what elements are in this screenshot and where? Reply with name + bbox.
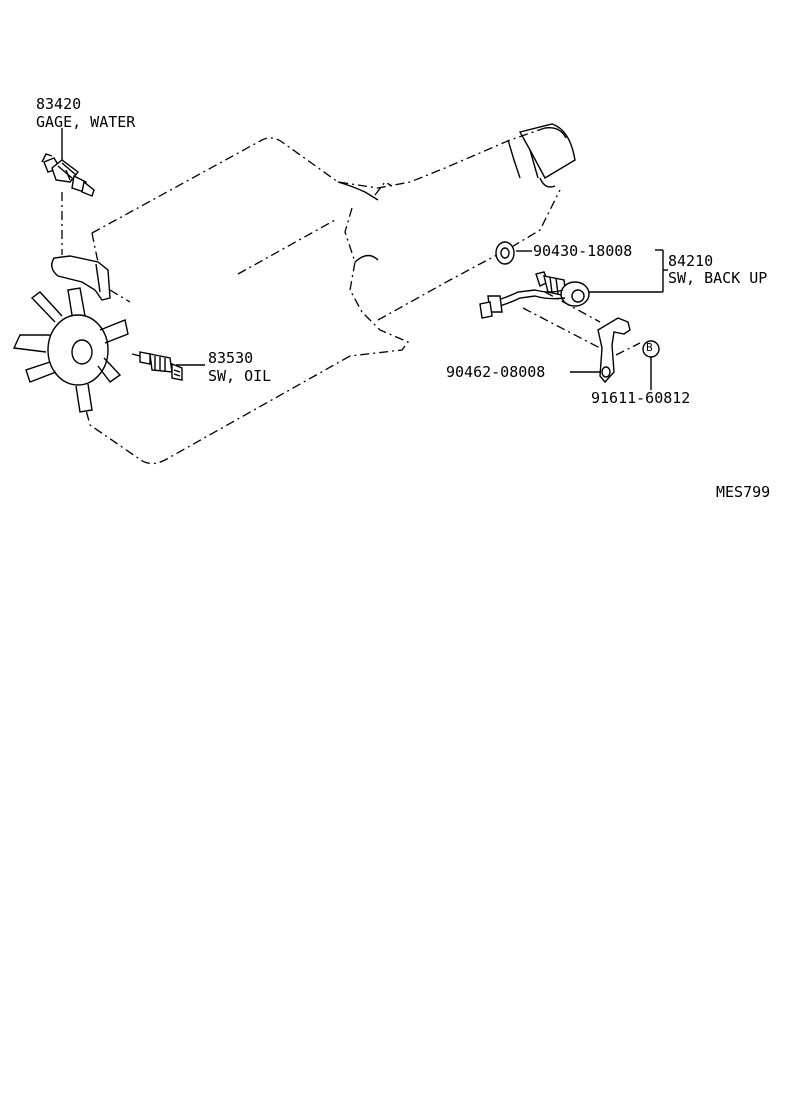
water-gage-sensor bbox=[41, 128, 95, 197]
oil-pressure-switch bbox=[131, 351, 205, 381]
part-number-83530: 83530 bbox=[208, 349, 254, 367]
backup-light-switch bbox=[479, 249, 668, 319]
part-name-sw-oil: SW, OIL bbox=[208, 367, 272, 385]
transmission-housing bbox=[337, 123, 576, 263]
water-outlet bbox=[51, 255, 111, 301]
part-number-83420: 83420 bbox=[36, 95, 82, 113]
part-name-gage-water: GAGE, WATER bbox=[36, 113, 136, 131]
part-number-90462-08008: 90462-08008 bbox=[446, 363, 546, 381]
bolt-callout bbox=[642, 340, 660, 390]
engine-outline bbox=[61, 127, 641, 465]
part-number-90430-18008: 90430-18008 bbox=[533, 242, 633, 260]
part-number-91611-60812: 91611-60812 bbox=[591, 389, 691, 407]
wire-clamp bbox=[570, 317, 631, 384]
part-name-sw-backup: SW, BACK UP bbox=[668, 269, 768, 287]
diagram-code: MES799 bbox=[716, 483, 771, 501]
gasket-washer bbox=[495, 241, 532, 265]
part-number-84210: 84210 bbox=[668, 252, 714, 270]
cooling-fan bbox=[12, 287, 129, 413]
bolt-marker-letter: B bbox=[646, 341, 653, 354]
